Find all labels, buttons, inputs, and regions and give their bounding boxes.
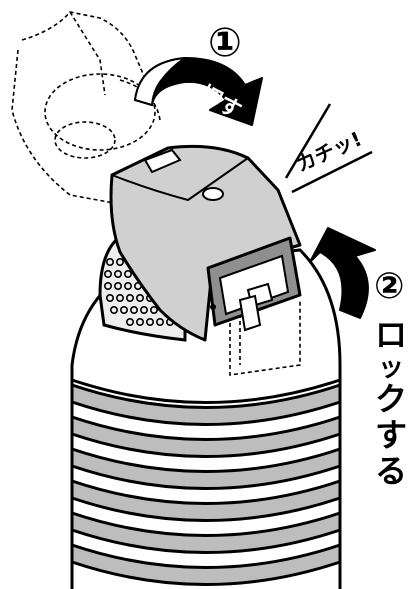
svg-text:す: す [375, 416, 407, 454]
click-sound-label: カチッ! [292, 127, 365, 177]
svg-text:る: る [375, 452, 407, 490]
svg-text:ロ: ロ [375, 316, 407, 354]
step2-action-label: ロ ッ ク す る [375, 316, 407, 490]
bottle-body [72, 378, 340, 589]
svg-text:ク: ク [375, 380, 407, 418]
cap-button-dot [203, 188, 223, 200]
svg-text:ッ: ッ [378, 353, 404, 383]
step1-number: ① [208, 20, 242, 66]
step2-number: ② [374, 266, 404, 307]
